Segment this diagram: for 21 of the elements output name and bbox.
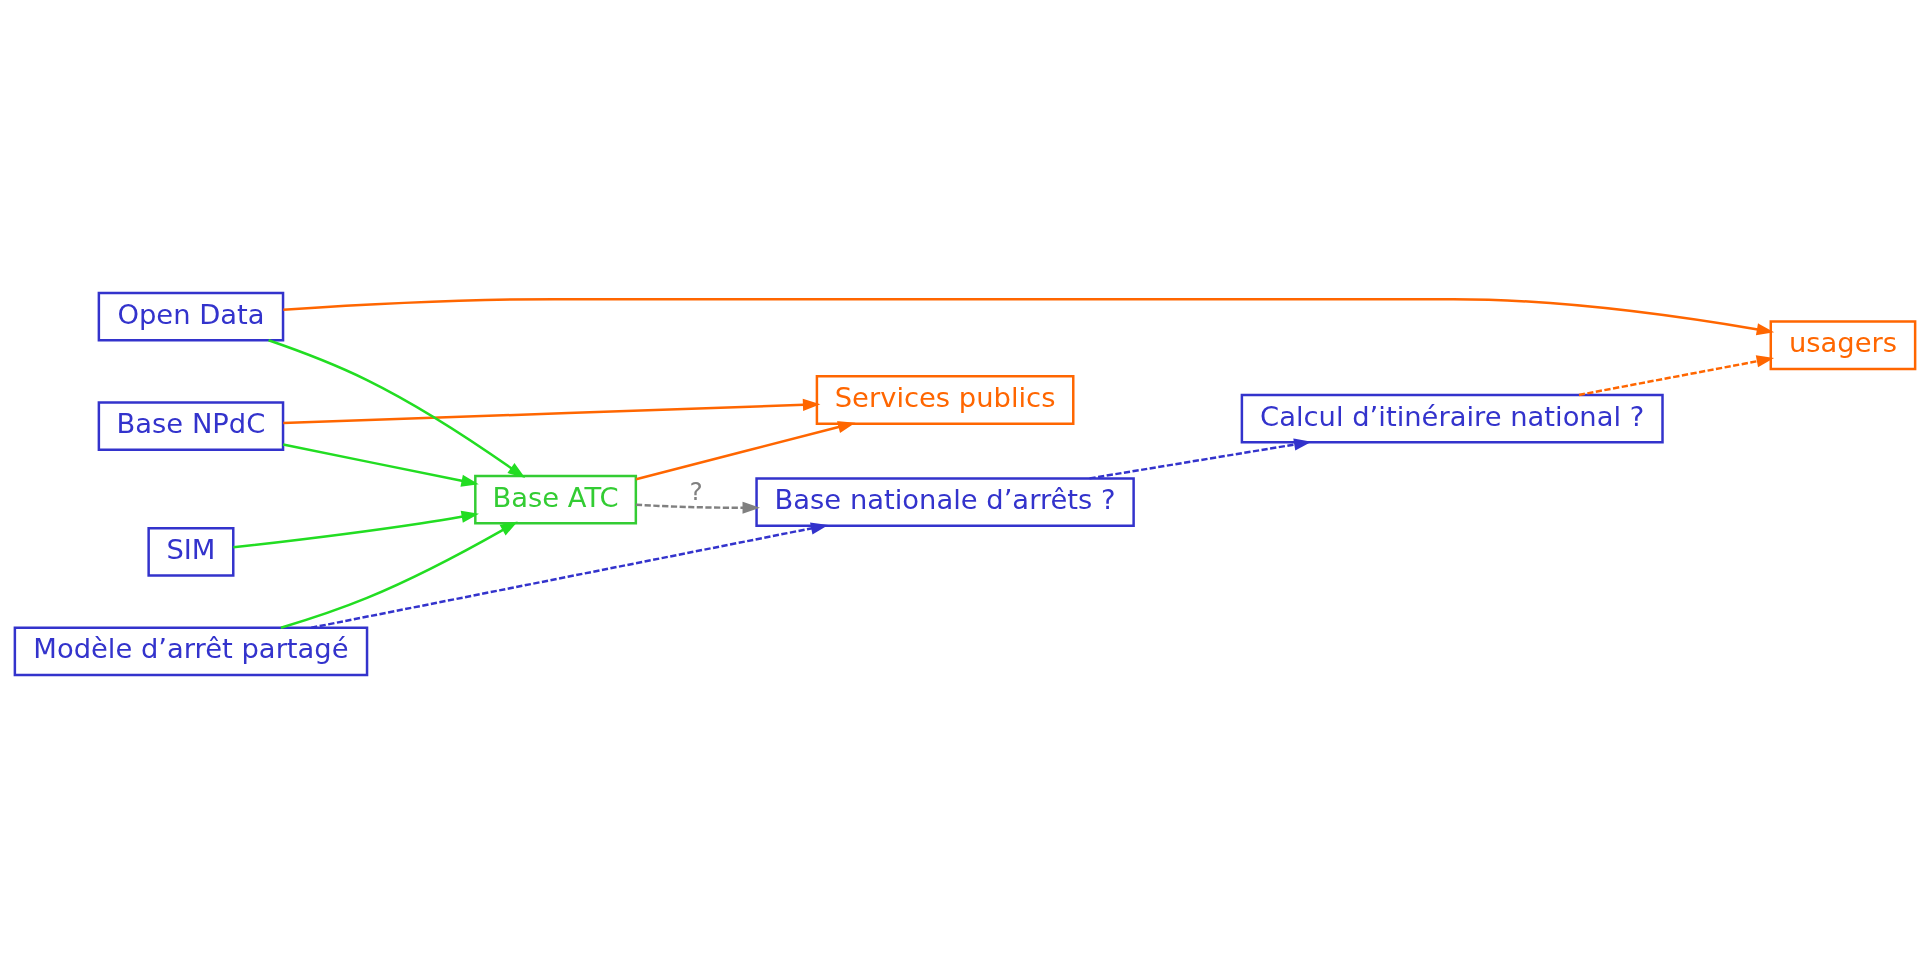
arrow [283, 398, 821, 425]
node-box: Base ATC [474, 474, 638, 525]
node-box: Services publics [815, 375, 1075, 425]
arrow [635, 501, 760, 514]
arrow [233, 510, 479, 549]
node-box: Base nationale d’arrêts ? [755, 477, 1135, 527]
arrow [635, 421, 856, 481]
node-box: Calcul d’itinéraire national ? [1240, 393, 1664, 444]
edge-label: ? [689, 476, 703, 506]
arrow [1578, 355, 1775, 397]
node-box: SIM [147, 526, 235, 577]
arrow [1089, 438, 1312, 480]
arrow [283, 297, 1775, 336]
node-box: Open Data [97, 291, 285, 342]
node-box: usagers [1769, 320, 1917, 371]
arrow [282, 443, 479, 487]
node-box: Base NPdC [97, 401, 285, 452]
arrow [280, 521, 518, 629]
arrow [311, 522, 829, 629]
arrow [268, 339, 526, 479]
node-box: Modèle d’arrêt partagé [13, 626, 369, 677]
